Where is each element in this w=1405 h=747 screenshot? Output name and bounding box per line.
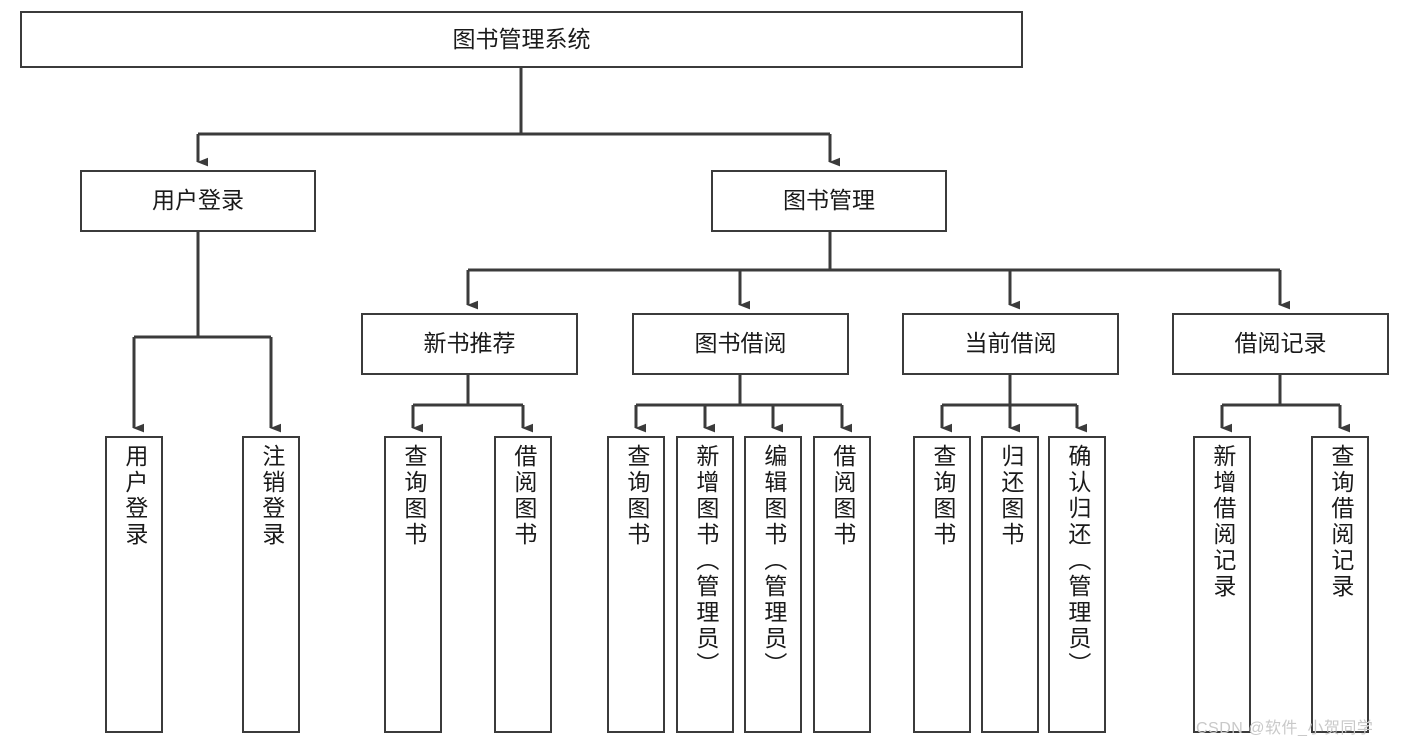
leaf-recommend-query-book[interactable]: 查询图书	[384, 436, 442, 733]
leaf-borrow-add-book-admin[interactable]: 新增图书（管理员）	[676, 436, 734, 733]
node-label: 用户登录	[121, 444, 148, 548]
node-user-login[interactable]: 用户登录	[80, 170, 316, 232]
node-label: 图书管理系统	[452, 25, 591, 52]
node-label: 借阅图书	[829, 444, 856, 548]
node-label: 新增图书（管理员）	[692, 444, 719, 678]
node-new-book-recommend[interactable]: 新书推荐	[361, 313, 578, 375]
leaf-recommend-borrow-book[interactable]: 借阅图书	[494, 436, 552, 733]
node-label: 当前借阅	[964, 330, 1057, 357]
node-label: 查询图书	[929, 444, 956, 548]
node-label: 确认归还（管理员）	[1064, 444, 1091, 678]
node-label: 用户登录	[152, 187, 244, 214]
leaf-borrow-edit-book-admin[interactable]: 编辑图书（管理员）	[744, 436, 802, 733]
leaf-current-return-book[interactable]: 归还图书	[981, 436, 1039, 733]
node-label: 编辑图书（管理员）	[760, 444, 787, 678]
leaf-record-query-record[interactable]: 查询借阅记录	[1311, 436, 1369, 733]
node-label: 查询借阅记录	[1327, 444, 1354, 600]
node-root-system[interactable]: 图书管理系统	[20, 11, 1023, 68]
node-label: 查询图书	[623, 444, 650, 548]
leaf-user-login-login[interactable]: 用户登录	[105, 436, 163, 733]
node-label: 图书借阅	[694, 330, 787, 357]
node-book-management[interactable]: 图书管理	[711, 170, 947, 232]
node-label: 注销登录	[258, 444, 285, 548]
node-label: 查询图书	[400, 444, 427, 548]
node-label: 新书推荐	[423, 330, 516, 357]
leaf-borrow-borrow-book[interactable]: 借阅图书	[813, 436, 871, 733]
leaf-user-login-logout[interactable]: 注销登录	[242, 436, 300, 733]
leaf-current-confirm-return-admin[interactable]: 确认归还（管理员）	[1048, 436, 1106, 733]
leaf-record-add-record[interactable]: 新增借阅记录	[1193, 436, 1251, 733]
node-label: 图书管理	[783, 187, 875, 214]
leaf-current-query-book[interactable]: 查询图书	[913, 436, 971, 733]
node-current-borrow[interactable]: 当前借阅	[902, 313, 1119, 375]
node-book-borrow[interactable]: 图书借阅	[632, 313, 849, 375]
node-label: 归还图书	[997, 444, 1024, 548]
node-label: 新增借阅记录	[1209, 444, 1236, 600]
node-borrow-record[interactable]: 借阅记录	[1172, 313, 1389, 375]
node-label: 借阅图书	[510, 444, 537, 548]
node-label: 借阅记录	[1234, 330, 1327, 357]
leaf-borrow-query-book[interactable]: 查询图书	[607, 436, 665, 733]
